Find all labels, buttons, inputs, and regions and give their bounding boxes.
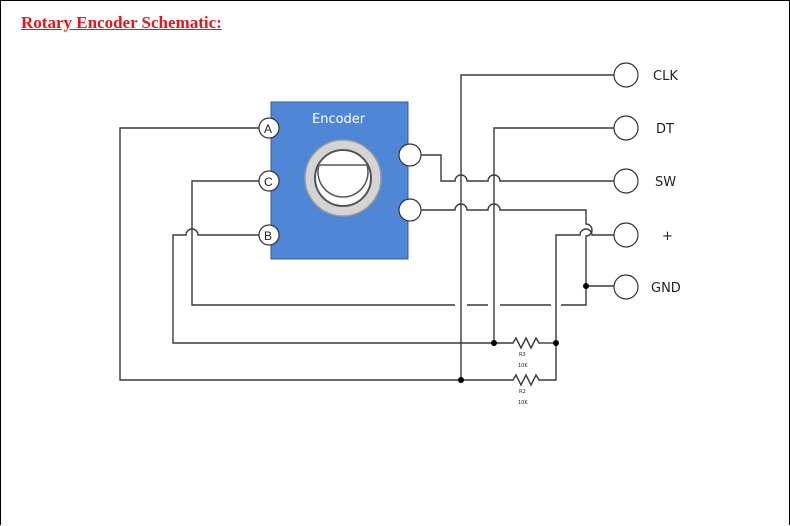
terminal-sw-label: SW — [655, 175, 676, 190]
terminal-clk-label: CLK — [653, 69, 678, 84]
encoder-pin-right-top — [398, 143, 422, 167]
terminal-dt — [613, 115, 639, 141]
encoder-shaft-flat — [317, 164, 369, 198]
encoder-pin-a — [258, 117, 280, 139]
wiring — [119, 74, 614, 387]
terminal-plus-label: + — [662, 229, 673, 244]
encoder-label: Encoder — [312, 112, 366, 127]
resistor-r2-value: 10K — [518, 400, 528, 406]
terminal-clk — [613, 62, 639, 88]
encoder-pin-b-label: B — [264, 229, 272, 243]
encoder-pin-c-label: C — [264, 175, 273, 189]
terminal-plus — [613, 222, 639, 248]
terminal-dt-label: DT — [656, 122, 674, 137]
junctions — [458, 283, 589, 383]
resistor-r3-ref: R3 — [519, 352, 526, 358]
encoder-pin-b — [258, 224, 280, 246]
resistor-r2-ref: R2 — [519, 389, 526, 395]
page-title: Rotary Encoder Schematic: — [21, 13, 222, 32]
terminal-gnd-label: GND — [651, 281, 681, 296]
encoder-pin-c — [258, 170, 280, 192]
encoder-pin-right-bottom — [398, 198, 422, 222]
terminal-gnd — [613, 274, 639, 300]
terminal-sw — [613, 168, 639, 194]
resistor-r3-value: 10K — [518, 363, 528, 369]
encoder-pin-a-label: A — [264, 122, 272, 136]
